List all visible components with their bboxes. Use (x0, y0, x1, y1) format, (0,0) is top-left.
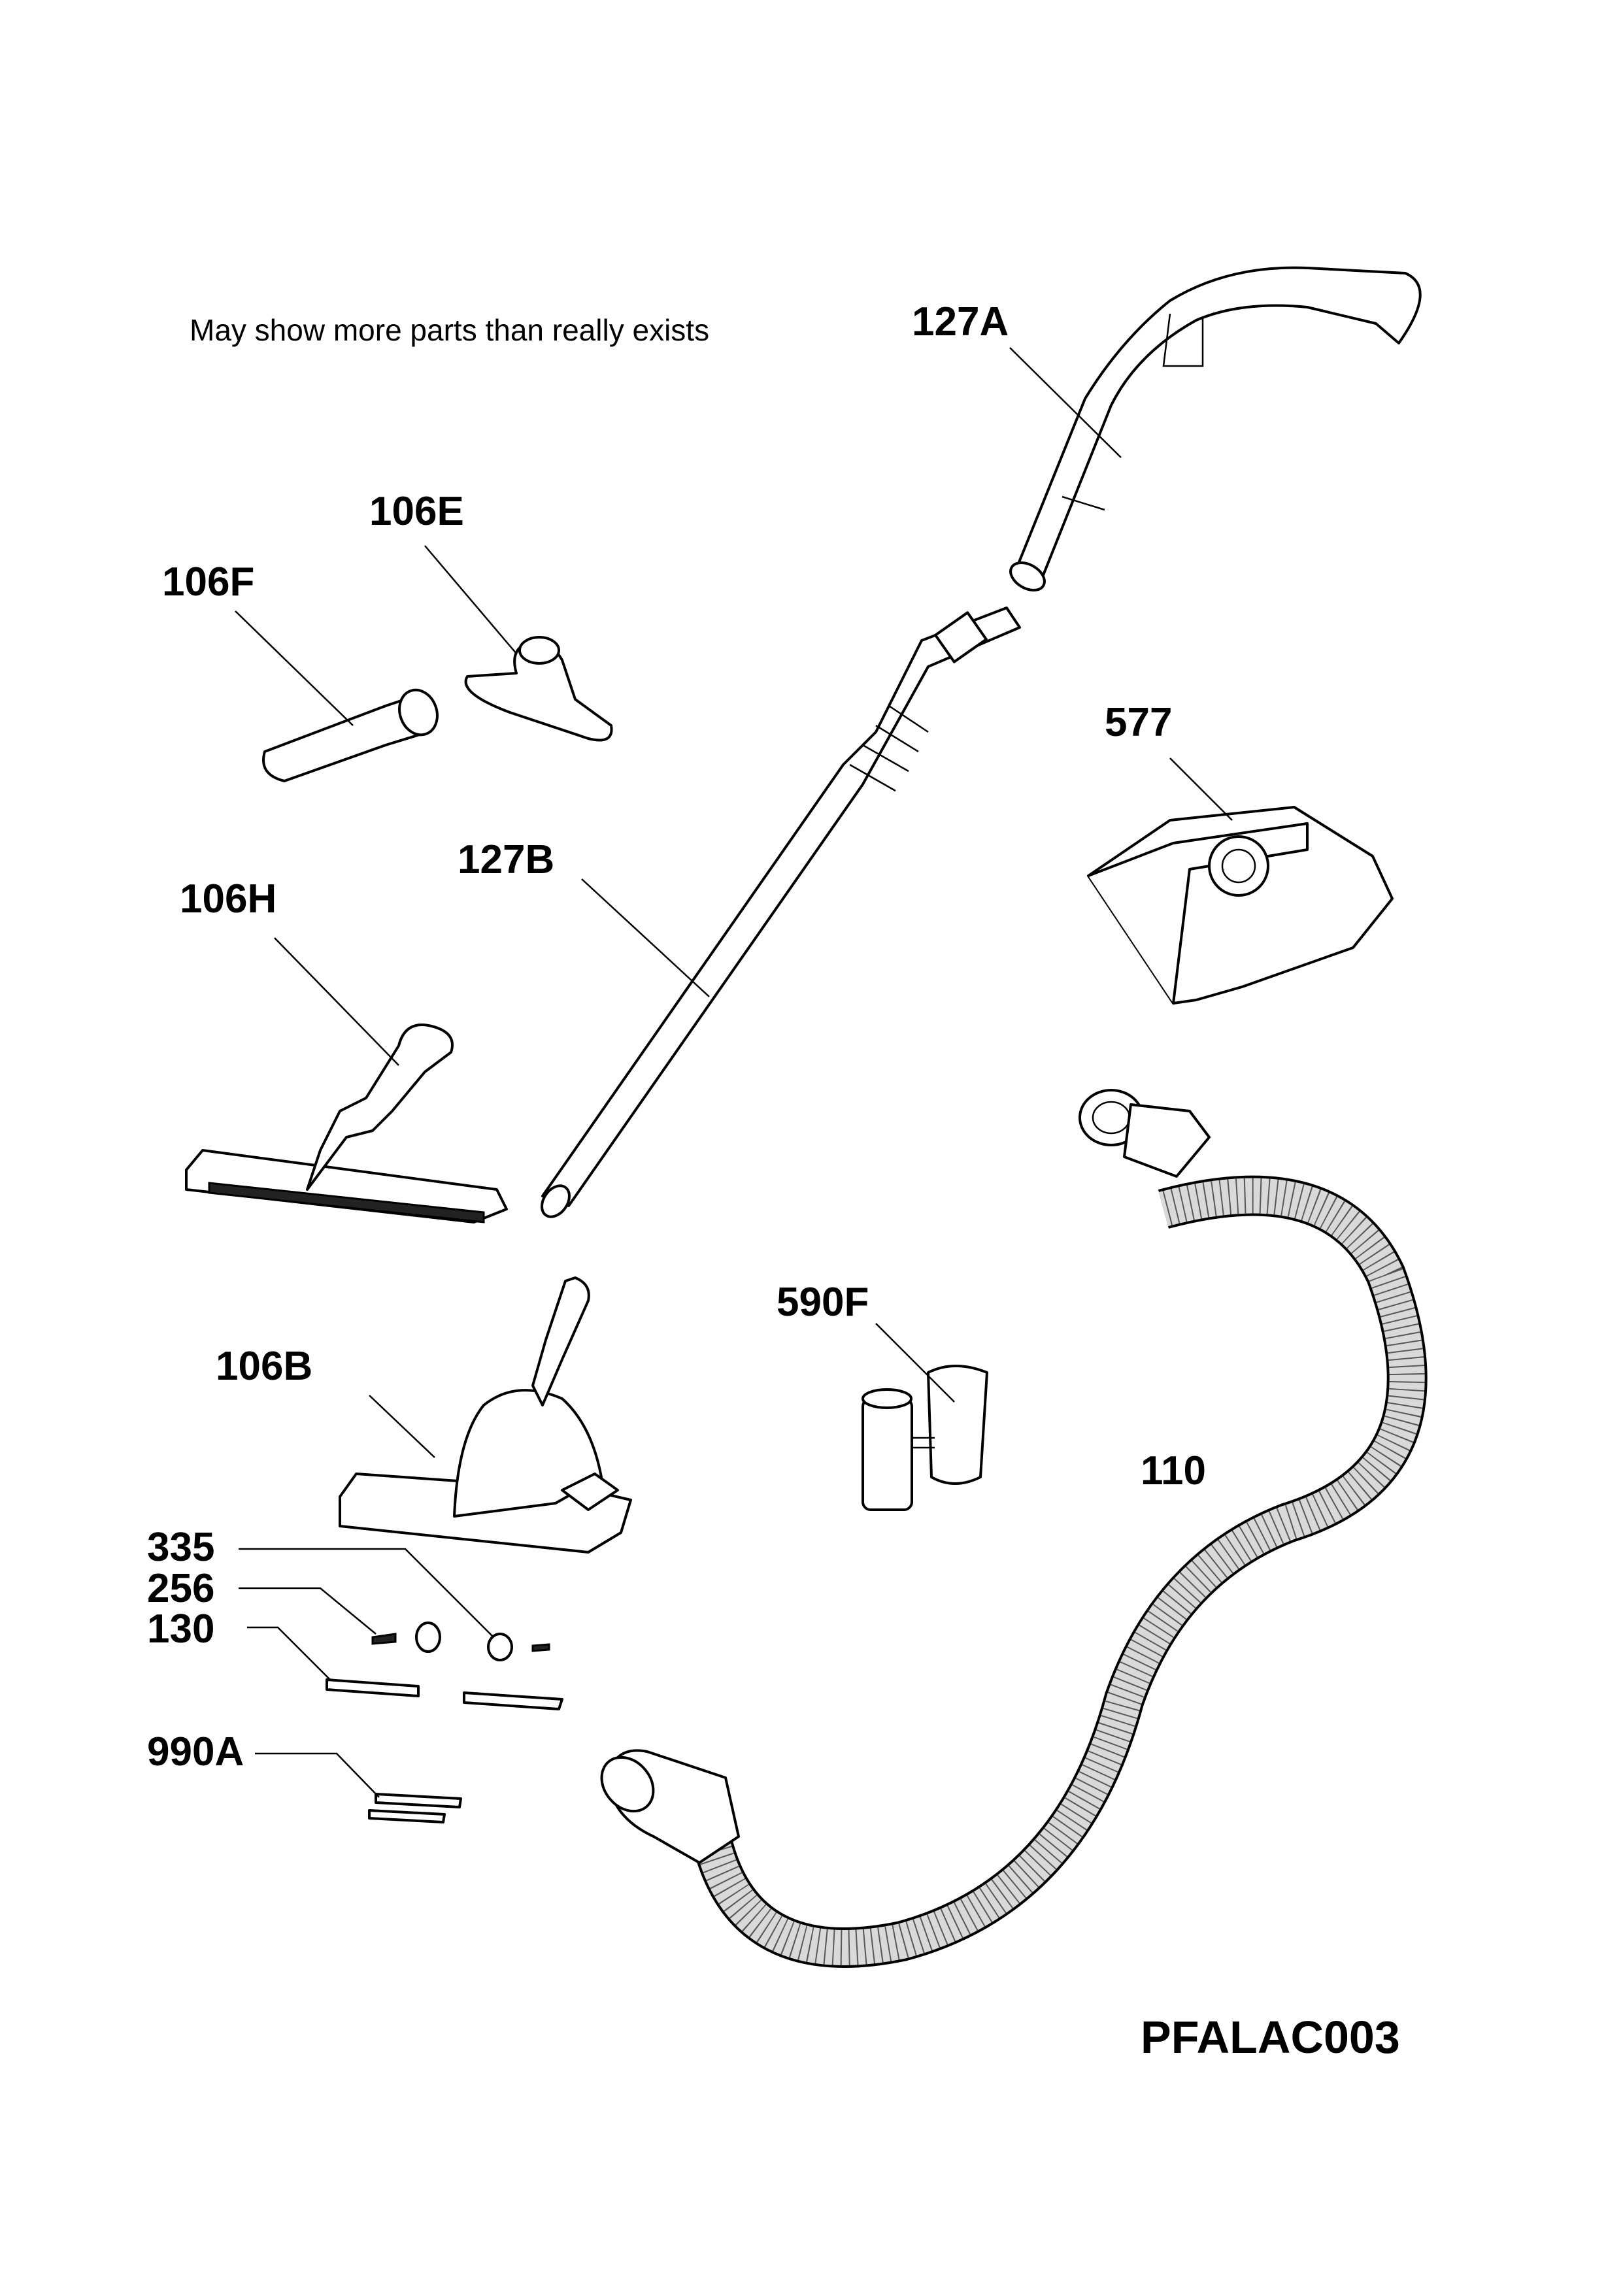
leader-130 (247, 1626, 331, 1680)
drawing-code: PFALAC003 (1141, 2012, 1400, 2063)
label-106b: 106B (216, 1344, 313, 1389)
leader-127a (1009, 347, 1122, 458)
label-990a: 990A (147, 1729, 244, 1774)
part-110-hose (600, 1089, 1428, 1968)
leader-106e (424, 545, 517, 654)
leader-990a (255, 1752, 380, 1798)
label-106f: 106F (162, 559, 255, 605)
label-335: 335 (147, 1525, 215, 1570)
leader-lines (235, 347, 1233, 1798)
part-106e-upholstery-nozzle (464, 636, 613, 742)
part-577-dust-bag (1087, 806, 1394, 1005)
leader-590f (875, 1323, 955, 1403)
part-small-components (326, 1622, 563, 1823)
label-127b: 127B (458, 837, 555, 882)
label-106h: 106H (180, 876, 277, 922)
part-106h-parquet-nozzle (185, 1023, 508, 1223)
part-106f-crevice-nozzle (262, 688, 439, 782)
part-590f-adapter (862, 1365, 988, 1511)
leader-256 (239, 1587, 376, 1635)
disclaimer-note: May show more parts than really exists (190, 313, 710, 347)
part-127a-handle (1009, 266, 1422, 591)
leader-106f (235, 610, 354, 726)
leader-127b (581, 878, 710, 997)
leader-335 (239, 1548, 494, 1638)
part-127b-tube (541, 607, 1021, 1218)
label-127a: 127A (912, 299, 1009, 344)
leader-577 (1169, 757, 1233, 821)
label-256: 256 (147, 1566, 215, 1611)
leader-106h (274, 937, 399, 1066)
label-106e: 106E (369, 489, 464, 534)
label-110: 110 (1141, 1448, 1207, 1493)
leader-106b (369, 1395, 435, 1458)
label-590f: 590F (777, 1280, 869, 1325)
label-577: 577 (1105, 700, 1173, 745)
label-130: 130 (147, 1606, 215, 1652)
part-106b-floor-nozzle (339, 1276, 632, 1554)
